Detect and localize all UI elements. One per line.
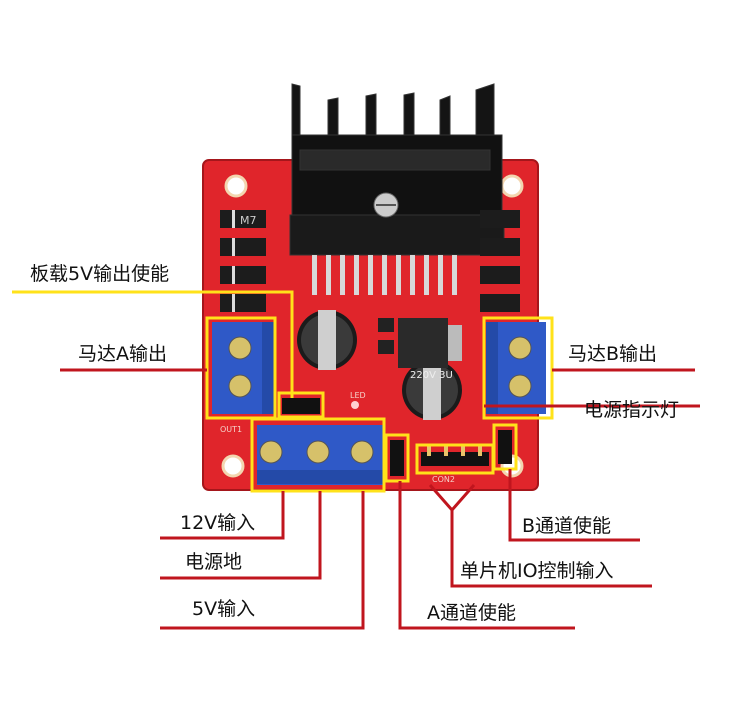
motor-b-terminal <box>486 322 546 414</box>
callout-lines <box>60 368 700 630</box>
label-channel-a-enable: A通道使能 <box>427 602 516 624</box>
capacitor-left <box>297 310 357 370</box>
mount-hole-tr <box>500 174 524 198</box>
ena-jumper <box>390 440 404 476</box>
power-terminal <box>257 425 383 485</box>
diodes-left <box>220 210 266 312</box>
label-motor-a-output: 马达A输出 <box>78 343 167 365</box>
diode-label: M7 <box>240 214 257 227</box>
5v-jumper <box>282 398 320 414</box>
motor-a-terminal <box>212 322 274 414</box>
label-power-ground: 电源地 <box>185 551 243 573</box>
diodes-right <box>480 210 520 312</box>
heatsink <box>289 83 505 256</box>
label-power-led: 电源指示灯 <box>584 399 680 421</box>
label-motor-b-output: 马达B输出 <box>568 343 658 365</box>
con2-label: CON2 <box>432 475 455 484</box>
enb-jumper <box>498 430 512 464</box>
power-led <box>351 401 359 409</box>
mount-hole-bl <box>221 454 245 478</box>
led-label: LED <box>350 391 366 400</box>
capacitor-right <box>402 360 462 420</box>
voltage-regulator <box>398 318 448 368</box>
ic-pins <box>312 255 457 295</box>
io-header <box>421 452 489 466</box>
label-channel-b-enable: B通道使能 <box>522 515 612 537</box>
5v-enable-pointer <box>12 290 294 398</box>
label-12v-input: 12V输入 <box>180 512 256 534</box>
label-board-5v-enable: 板载5V输出使能 <box>30 263 170 285</box>
label-5v-input: 5V输入 <box>192 598 256 620</box>
out1-label: OUT1 <box>220 425 242 434</box>
mount-hole-tl <box>224 174 248 198</box>
label-mcu-io-input: 单片机IO控制输入 <box>460 560 614 582</box>
capacitor-text: 220V 3U <box>410 370 453 381</box>
highlight-boxes <box>205 316 554 493</box>
